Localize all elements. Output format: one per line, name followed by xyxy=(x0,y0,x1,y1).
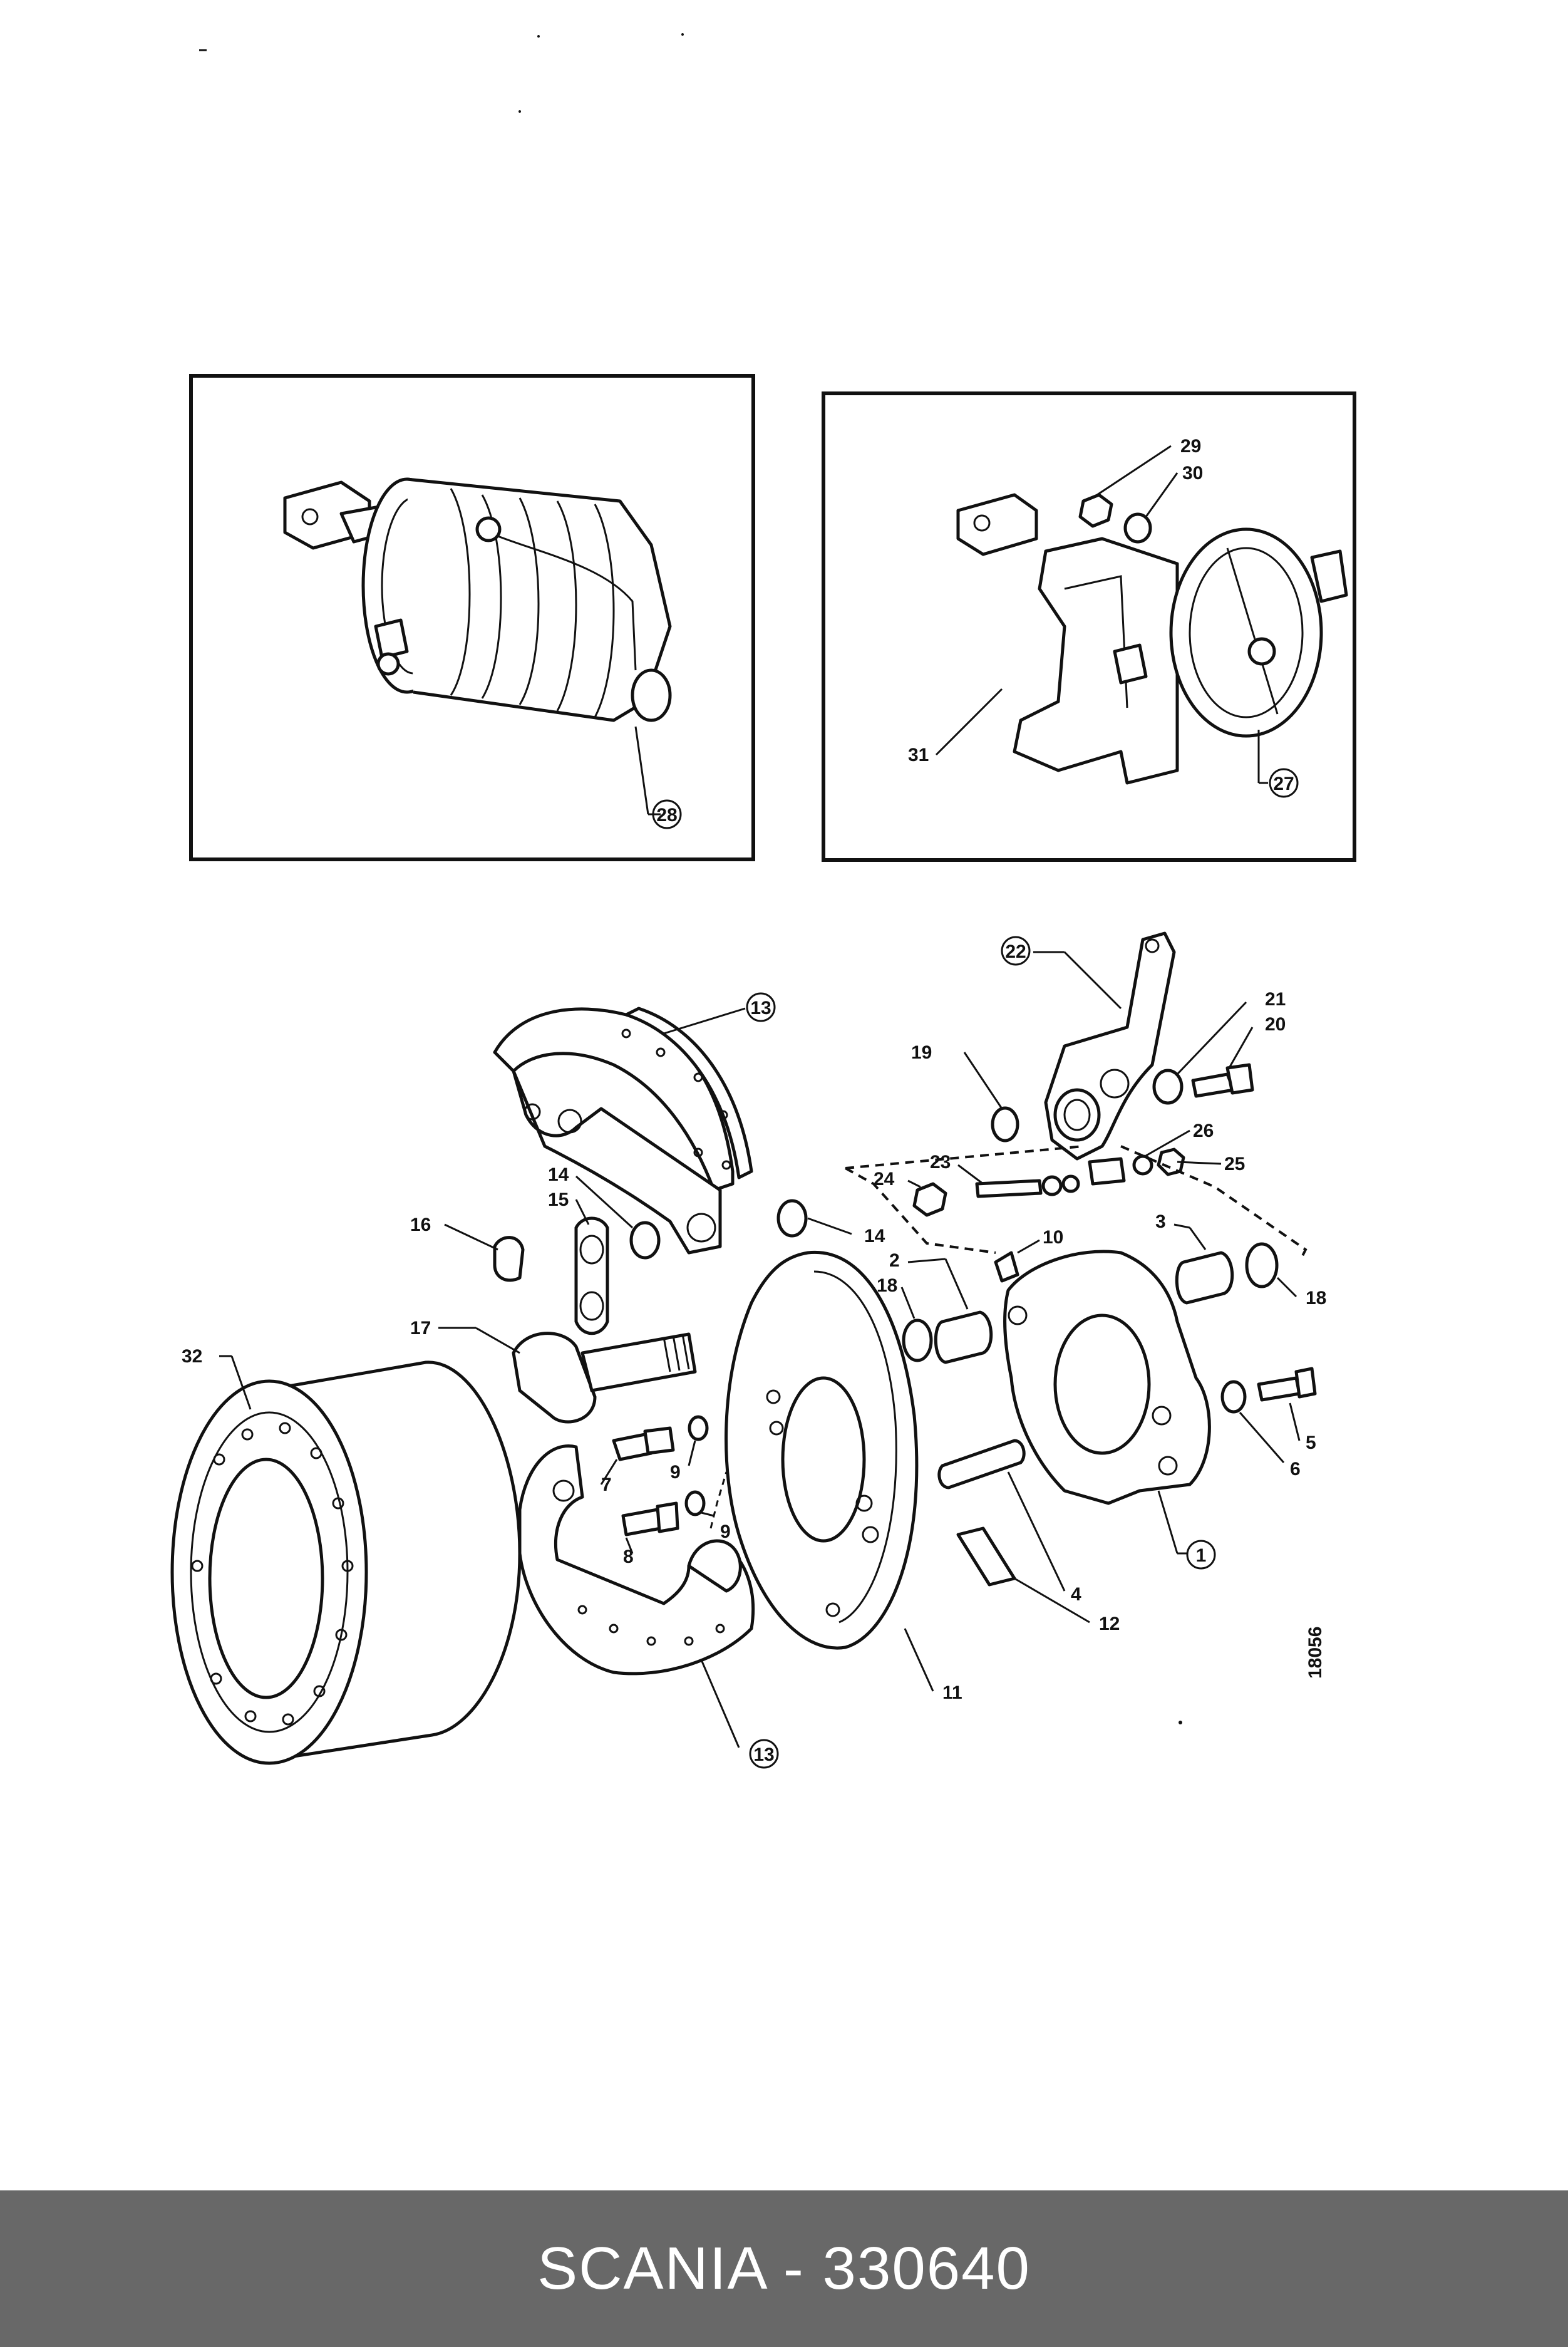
callout-25: 25 xyxy=(1224,1154,1245,1174)
callout-4: 4 xyxy=(1071,1584,1081,1605)
callout-31: 31 xyxy=(908,745,929,765)
callout-26: 26 xyxy=(1193,1121,1214,1141)
callout-23: 23 xyxy=(930,1152,951,1173)
backing-plate: 11 xyxy=(725,1250,962,1703)
slack-adjuster: 22 21 20 19 26 25 xyxy=(845,931,1308,1256)
callout-13-upper: 13 xyxy=(750,998,771,1018)
callout-9-lower: 9 xyxy=(720,1521,731,1542)
callout-10: 10 xyxy=(1043,1227,1063,1248)
callout-29: 29 xyxy=(1180,436,1201,457)
callout-32: 32 xyxy=(182,1346,202,1367)
callout-13-lower: 13 xyxy=(753,1744,774,1765)
callout-21: 21 xyxy=(1265,989,1286,1010)
brake-shoe-lower: 13 xyxy=(518,1444,779,1769)
callout-2: 2 xyxy=(889,1250,900,1271)
main-exploded-view: 13 22 21 20 19 xyxy=(170,931,1326,1769)
brake-assembly-diagram: 28 29 30 31 27 xyxy=(170,33,1356,1769)
part-number-label: SCANIA - 330640 xyxy=(537,2235,1031,2302)
bolts-7-8-washers-9: 7 8 9 9 xyxy=(600,1415,731,1567)
camshaft-bracket: 1 xyxy=(1003,1250,1216,1570)
callout-19: 19 xyxy=(911,1042,932,1063)
callout-28: 28 xyxy=(656,805,677,826)
callout-14-left: 14 xyxy=(548,1164,569,1185)
brake-shoe-upper: 13 xyxy=(493,992,776,1255)
camshaft: 17 xyxy=(410,1318,697,1424)
figure-number: 18056 xyxy=(1305,1627,1326,1679)
pin-and-clip: 4 12 xyxy=(937,1439,1120,1634)
inset-brake-chamber-bracket: 29 30 31 27 xyxy=(822,391,1356,862)
callout-20: 20 xyxy=(1265,1014,1286,1035)
callout-16: 16 xyxy=(410,1215,431,1235)
inset-spring-brake-chamber: 28 xyxy=(189,374,755,861)
callout-6: 6 xyxy=(1290,1459,1301,1479)
callout-5: 5 xyxy=(1306,1433,1316,1453)
callout-15: 15 xyxy=(548,1189,569,1210)
callout-12: 12 xyxy=(1099,1614,1120,1634)
bushings: 2 18 3 18 10 xyxy=(877,1211,1326,1364)
callout-9-upper: 9 xyxy=(670,1462,681,1483)
callout-3: 3 xyxy=(1155,1211,1166,1232)
callout-22: 22 xyxy=(1005,941,1026,962)
callout-27: 27 xyxy=(1273,774,1294,794)
stray-marks xyxy=(199,33,1182,1724)
callout-30: 30 xyxy=(1182,463,1203,484)
footer-banner: SCANIA - 330640 xyxy=(0,2190,1568,2347)
callout-18-right: 18 xyxy=(1306,1288,1326,1308)
callout-1: 1 xyxy=(1196,1545,1207,1566)
callout-17: 17 xyxy=(410,1318,431,1339)
anchor-link-parts: 14 15 14 16 xyxy=(410,1164,885,1335)
brake-drum: 32 xyxy=(170,1346,522,1765)
callout-7: 7 xyxy=(601,1474,612,1495)
callout-8: 8 xyxy=(623,1547,634,1567)
callout-11: 11 xyxy=(942,1682,962,1703)
callout-18-left: 18 xyxy=(877,1275,897,1296)
callout-14-right: 14 xyxy=(864,1226,885,1246)
washer-bolt-5-6: 5 6 xyxy=(1220,1367,1317,1479)
